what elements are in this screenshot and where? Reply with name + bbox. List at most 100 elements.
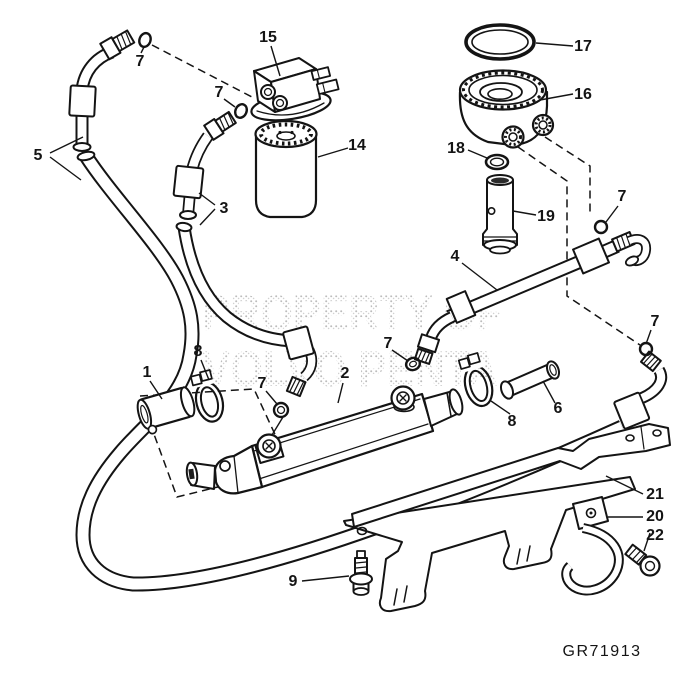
hose-tube-fill bbox=[77, 153, 625, 590]
callout-1: 1 bbox=[143, 364, 152, 381]
clamp-screw-housing bbox=[189, 373, 203, 387]
port-bore bbox=[263, 87, 273, 97]
o-ring-17 bbox=[464, 23, 536, 61]
callout-21: 21 bbox=[646, 486, 664, 503]
screw-head-inner bbox=[644, 560, 656, 572]
port bbox=[272, 95, 288, 111]
valve-top-bore bbox=[491, 177, 509, 184]
screw-22 bbox=[624, 543, 661, 577]
o-ring-inner bbox=[489, 157, 505, 167]
elbow-fitting bbox=[99, 29, 136, 61]
leader-line bbox=[645, 329, 652, 345]
support-bracket bbox=[343, 476, 636, 613]
leader-line bbox=[270, 45, 281, 77]
thread-hatch bbox=[616, 233, 631, 251]
o-ring-inner bbox=[408, 360, 418, 368]
filter-hole bbox=[290, 130, 294, 135]
flange-inner-line bbox=[256, 102, 325, 116]
pipe-collar bbox=[445, 290, 477, 324]
crimp-collar bbox=[613, 391, 651, 430]
union-sleeve bbox=[572, 237, 610, 275]
hose-end bbox=[499, 380, 515, 400]
housing-knurl bbox=[462, 71, 544, 109]
oil-cooler-2 bbox=[185, 385, 464, 495]
bracket-21 bbox=[351, 423, 671, 528]
port bbox=[260, 84, 276, 100]
hose-end bbox=[72, 142, 92, 152]
callout-14: 14 bbox=[348, 137, 366, 154]
callout-16: 16 bbox=[574, 86, 592, 103]
callout-2: 2 bbox=[341, 365, 350, 382]
callout-7: 7 bbox=[258, 375, 267, 392]
o-ring-7 bbox=[138, 31, 152, 49]
hose-end bbox=[179, 210, 197, 220]
clamp-screw-housing bbox=[466, 352, 481, 366]
hose-3-lower bbox=[175, 221, 318, 398]
leader-line bbox=[512, 210, 537, 216]
oil-filter-14 bbox=[254, 119, 318, 219]
end-face bbox=[448, 388, 464, 416]
leader-line bbox=[317, 147, 349, 158]
o-ring-7 bbox=[593, 219, 609, 235]
callout-8: 8 bbox=[508, 413, 517, 430]
callout-6: 6 bbox=[554, 400, 563, 417]
callout-7: 7 bbox=[618, 188, 627, 205]
hose-end bbox=[76, 150, 96, 162]
nut-body bbox=[416, 333, 441, 354]
elbow-fitting bbox=[203, 110, 237, 141]
leader-line bbox=[200, 359, 210, 381]
sleeve-1 bbox=[136, 386, 196, 435]
bracket-body bbox=[343, 476, 636, 613]
bolt-9 bbox=[349, 550, 373, 596]
housing-ring bbox=[468, 74, 538, 106]
filler-housing-16 bbox=[458, 69, 555, 149]
o-ring-7 bbox=[404, 356, 422, 372]
filter-body bbox=[254, 132, 318, 219]
plug-slots bbox=[265, 442, 273, 450]
callout-7: 7 bbox=[136, 53, 145, 70]
leader-line bbox=[605, 205, 619, 223]
cone-ring bbox=[233, 455, 239, 494]
stud bbox=[219, 460, 231, 472]
threaded-fitting bbox=[285, 375, 307, 398]
o-ring-outer bbox=[464, 23, 536, 61]
leader-line bbox=[301, 575, 350, 582]
bend-line bbox=[640, 426, 645, 450]
hose-end bbox=[175, 221, 193, 233]
tab bbox=[310, 66, 332, 81]
clamp-hole-dot bbox=[589, 511, 593, 515]
barrel-shading bbox=[253, 398, 429, 480]
hose-6 bbox=[499, 360, 561, 400]
callout-15: 15 bbox=[259, 29, 277, 46]
hose-bore bbox=[549, 364, 557, 376]
leader-line bbox=[140, 46, 145, 54]
leader-line bbox=[198, 192, 216, 226]
hose-3-upper bbox=[172, 103, 248, 220]
leader-line bbox=[149, 380, 163, 400]
plug-bore bbox=[262, 439, 276, 453]
oil-pipe-4 bbox=[404, 219, 652, 372]
o-ring-outer bbox=[484, 153, 510, 171]
leader-line bbox=[265, 390, 284, 436]
bracket-hole bbox=[356, 526, 368, 536]
leader-line bbox=[223, 98, 236, 108]
sleeve-nub bbox=[147, 424, 158, 435]
clamp-20 bbox=[561, 496, 624, 596]
thread-hatch bbox=[642, 353, 660, 370]
callout-18: 18 bbox=[447, 140, 465, 157]
housing-ring bbox=[487, 88, 513, 101]
leader-line bbox=[391, 349, 409, 362]
hose-5-long bbox=[75, 150, 668, 592]
callout-4: 4 bbox=[451, 248, 460, 265]
callout-7: 7 bbox=[384, 335, 393, 352]
port-bore bbox=[508, 132, 518, 142]
valve-tip bbox=[489, 245, 511, 255]
housing-top bbox=[458, 69, 548, 111]
crimp-collar bbox=[172, 164, 205, 200]
filter-hole bbox=[278, 130, 282, 135]
callout-5: 5 bbox=[34, 147, 43, 164]
callout-3: 3 bbox=[220, 200, 229, 217]
thread-hatch bbox=[289, 378, 304, 395]
